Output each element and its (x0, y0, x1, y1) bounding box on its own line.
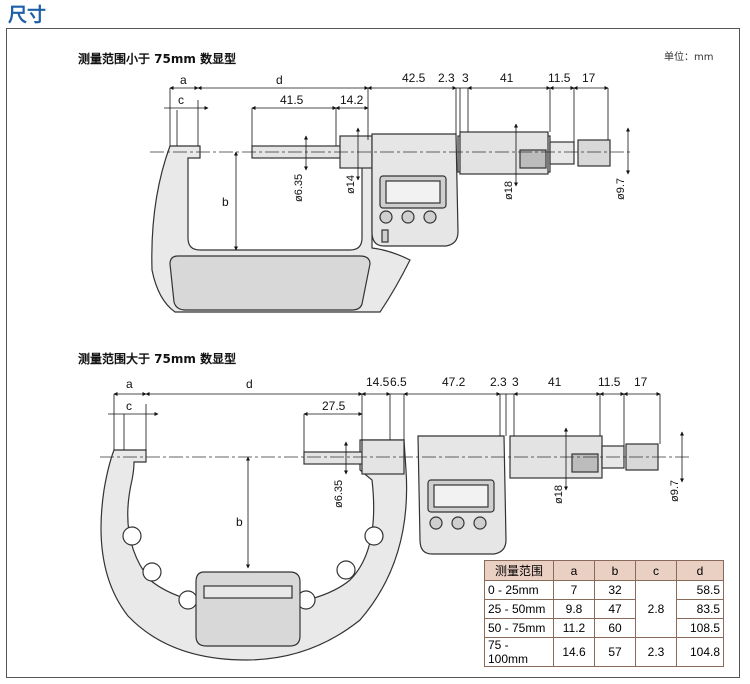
spec-table: 测量范围 a b c d 0 - 25mm 7 32 2.8 58.5 25 -… (484, 560, 724, 667)
top-dimension-lines (164, 86, 630, 251)
table-row: 75 - 100mm 14.6 57 2.3 104.8 (484, 637, 724, 667)
cell-a: 7 (553, 580, 595, 600)
bottom-dim-a: a (126, 377, 133, 391)
header-b: b (594, 560, 636, 581)
top-dim-phi-9-7: ø9.7 (615, 178, 627, 200)
cell-d: 108.5 (676, 618, 724, 638)
bottom-dim-c: c (126, 399, 132, 413)
bottom-dim-d: d (246, 377, 253, 391)
cell-d: 104.8 (676, 637, 724, 667)
bottom-dim-3: 3 (512, 375, 519, 389)
cell-b: 47 (594, 599, 636, 619)
cell-range: 25 - 50mm (484, 599, 554, 619)
top-button-3 (423, 210, 437, 224)
top-dim-41: 41 (500, 71, 514, 85)
bottom-dim-phi-9-7: ø9.7 (669, 480, 681, 502)
bottom-caption: 测量范围大于 75mm 数显型 (78, 352, 237, 366)
top-dim-a: a (180, 73, 187, 87)
top-dim-2-3: 2.3 (438, 71, 455, 85)
unit-label: 单位：mm (664, 52, 714, 63)
top-dim-c: c (178, 93, 184, 107)
bottom-dim-47-2: 47.2 (442, 375, 466, 389)
top-dim-11-5: 11.5 (548, 71, 571, 85)
top-micrometer (151, 131, 611, 313)
bottom-dimension-labels: a d 14.5 6.5 47.2 2.3 3 41 11.5 17 c 27.… (126, 375, 681, 529)
bottom-button-2 (451, 516, 465, 530)
bottom-hole-5 (336, 560, 356, 580)
cell-b: 57 (594, 637, 636, 667)
bottom-button-1 (429, 516, 443, 530)
header-a: a (553, 560, 595, 581)
top-ratchet (549, 141, 575, 165)
top-dim-3: 3 (462, 71, 469, 85)
cell-d: 58.5 (676, 580, 724, 600)
page-heading: 尺寸 (8, 4, 47, 26)
table-row: 25 - 50mm 9.8 47 83.5 (484, 599, 724, 619)
bottom-dim-14-5: 14.5 (366, 375, 390, 389)
table-row: 0 - 25mm 7 32 2.8 58.5 (484, 580, 724, 638)
top-dimension-labels: a d 42.5 2.3 3 41 11.5 17 c 41.5 14.2 b … (178, 71, 627, 209)
cell-c: 2.3 (635, 637, 677, 667)
header-range: 测量范围 (484, 560, 554, 581)
bottom-frame-plate (195, 571, 301, 647)
top-button-2 (401, 210, 415, 224)
cell-b: 32 (594, 580, 636, 600)
cell-b: 60 (594, 618, 636, 638)
top-dim-phi-18: ø18 (503, 181, 515, 200)
bottom-spindle (303, 451, 365, 465)
bottom-dim-2-3: 2.3 (490, 375, 507, 389)
bottom-dim-phi-18: ø18 (553, 485, 565, 504)
header-c: c (635, 560, 677, 581)
bottom-hole-2 (142, 562, 162, 582)
header-d: d (676, 560, 724, 581)
bottom-button-3 (473, 516, 487, 530)
bottom-hole-1 (122, 526, 142, 546)
top-dim-b: b (222, 195, 229, 209)
bottom-hole-6 (364, 526, 384, 546)
table-row: 50 - 75mm 11.2 60 108.5 (484, 618, 724, 638)
top-dim-17: 17 (582, 71, 596, 85)
spec-table-header: 测量范围 a b c d (484, 560, 724, 581)
bottom-dim-41: 41 (548, 375, 562, 389)
bottom-dimension-lines (108, 392, 684, 569)
bottom-dim-27-5: 27.5 (322, 399, 346, 413)
top-dim-phi-6-35: ø6.35 (293, 174, 305, 202)
cell-c-merged: 2.8 (635, 580, 677, 638)
bottom-hole-3 (178, 590, 198, 610)
top-dim-phi-14: ø14 (345, 175, 357, 194)
top-frame-plate (169, 255, 371, 311)
bottom-dim-phi-6-35: ø6.35 (333, 480, 345, 508)
top-dim-42-5: 42.5 (402, 71, 426, 85)
cell-a: 11.2 (553, 618, 595, 638)
bottom-dim-17: 17 (634, 375, 648, 389)
top-knurl (519, 149, 547, 169)
drawing-frame (6, 28, 740, 678)
top-button-1 (379, 210, 393, 224)
top-caption: 测量范围小于 75mm 数显型 (78, 52, 237, 66)
cell-range: 75 - 100mm (484, 637, 554, 667)
bottom-knurl (571, 453, 599, 473)
cell-range: 50 - 75mm (484, 618, 554, 638)
cell-a: 14.6 (553, 637, 595, 667)
top-dim-41-5: 41.5 (280, 93, 304, 107)
cell-d: 83.5 (676, 599, 724, 619)
top-dim-d: d (276, 73, 283, 87)
cell-a: 9.8 (553, 599, 595, 619)
bottom-dim-6-5: 6.5 (390, 375, 407, 389)
top-dim-14-2: 14.2 (340, 93, 364, 107)
cell-range: 0 - 25mm (484, 580, 554, 600)
bottom-dim-b: b (236, 515, 243, 529)
top-ratchet-knob (577, 139, 611, 167)
bottom-dim-11-5: 11.5 (598, 375, 621, 389)
